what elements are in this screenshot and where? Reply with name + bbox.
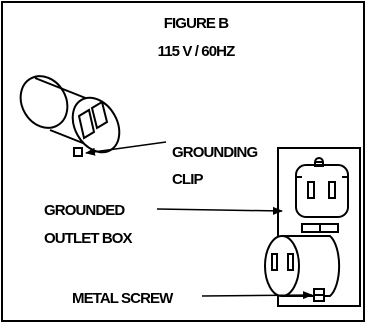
grounded-outlet-box: [264, 147, 361, 307]
grounded-outlet-label-line1: GROUNDED: [44, 202, 125, 219]
grounded-outlet-leader: [156, 206, 283, 215]
plugged-cord-prong-left: [271, 253, 278, 271]
plug-prong-right: [90, 100, 109, 130]
grounded-outlet-label-line2: OUTLET BOX: [44, 230, 133, 247]
grounding-clip-label-line1: GROUNDING: [172, 144, 257, 161]
figure-title: FIGURE B: [164, 15, 230, 32]
plug-body-top-edge: [34, 77, 89, 100]
grounding-clip-label-line2: CLIP: [172, 171, 203, 188]
grounding-clip: [73, 147, 83, 157]
plug-prong-left: [77, 108, 96, 140]
plug-with-grounding-clip: [19, 75, 121, 157]
plugged-cord-prong-right: [287, 253, 294, 271]
plug-body-rear: [19, 75, 69, 129]
metal-screw-label: METAL SCREW: [72, 290, 174, 307]
figure-subtitle: 115 V / 60HZ: [158, 43, 235, 60]
outlet-box-plate: [277, 147, 361, 307]
upper-receptacle-slot-left: [307, 181, 315, 199]
upper-receptacle-slot-right: [328, 181, 336, 199]
upper-receptacle: [295, 164, 349, 218]
outlet-ground-hole: [314, 157, 324, 167]
grounding-clip-leader: [85, 141, 167, 156]
metal-screw-leader: [201, 291, 313, 300]
